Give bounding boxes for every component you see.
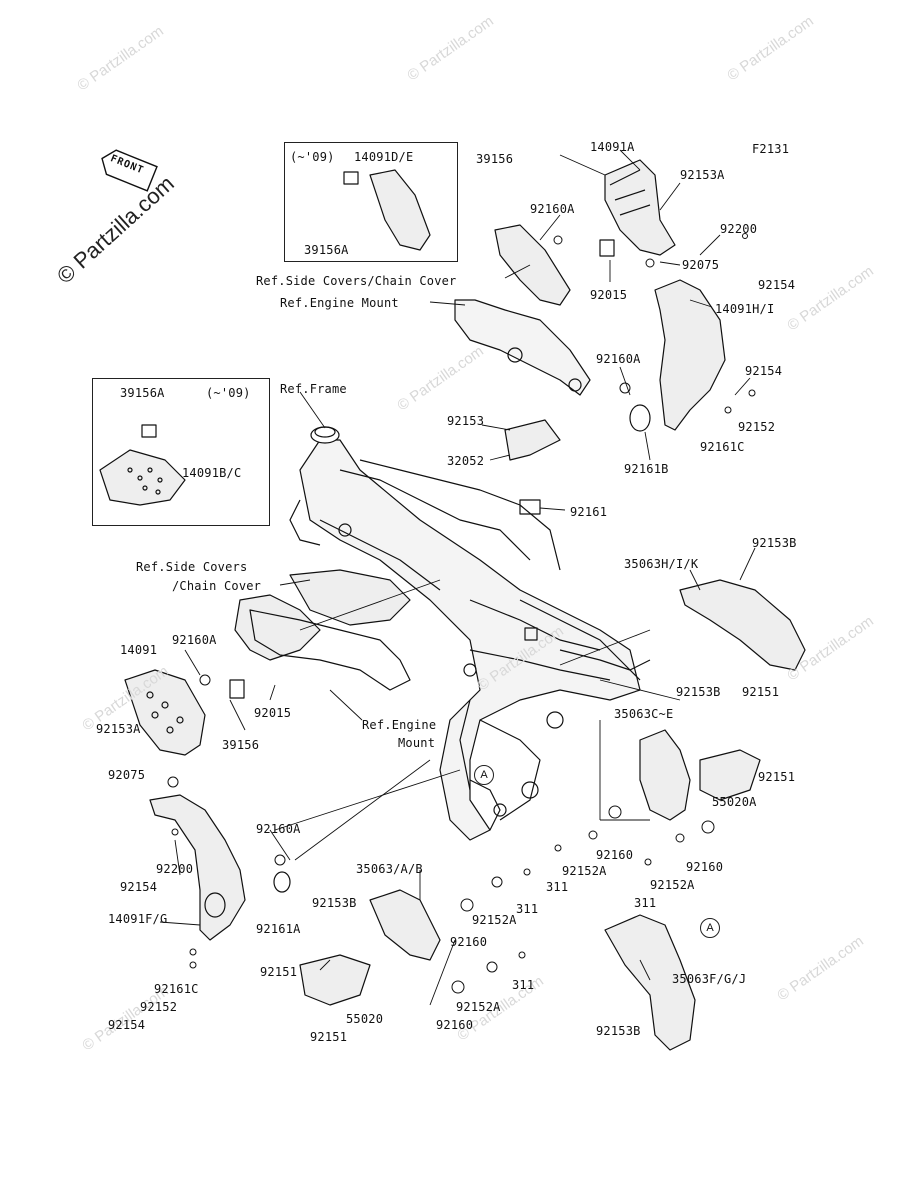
part-label: 92152A — [472, 913, 517, 927]
part-label: 92161C — [154, 982, 199, 996]
part-label: 92154 — [745, 364, 783, 378]
part-label: 92160 — [686, 860, 724, 874]
part-label: 39156 — [476, 152, 514, 166]
part-label: 14091 — [120, 643, 158, 657]
part-label: 92200 — [720, 222, 758, 236]
part-label: 92153A — [680, 168, 725, 182]
footrest-right-lower-drawing — [604, 914, 696, 1051]
part-label: F2131 — [752, 142, 790, 156]
part-label: 14091D/E — [354, 150, 414, 164]
part-label: 32052 — [447, 454, 485, 468]
part-label: 92154 — [758, 278, 796, 292]
part-label: 92200 — [156, 862, 194, 876]
part-label: 92160A — [596, 352, 641, 366]
part-label: 92161A — [256, 922, 301, 936]
part-label: 92161C — [700, 440, 745, 454]
part-label: Ref.Frame — [280, 382, 347, 396]
inset-top-drawing — [369, 169, 431, 251]
part-label: 92154 — [120, 880, 158, 894]
leader-lines — [159, 149, 756, 1006]
callout-a-frame: A — [474, 765, 494, 785]
front-arrow-icon — [101, 149, 158, 192]
part-label: 92160A — [172, 633, 217, 647]
part-label: 92153B — [312, 896, 357, 910]
inset-box-left — [92, 378, 270, 526]
part-label: 92152 — [738, 420, 776, 434]
footrest-right-mid-drawing — [639, 729, 761, 821]
part-label: (~'09) — [290, 150, 335, 164]
footrest-right-upper-drawing — [679, 579, 806, 671]
right-side-covers-drawing — [454, 159, 726, 515]
part-label: 39156 — [222, 738, 260, 752]
part-label: 92151 — [758, 770, 796, 784]
part-label: 311 — [634, 896, 657, 910]
part-label: 92160 — [436, 1018, 474, 1032]
part-label: 14091F/G — [108, 912, 168, 926]
part-label: 92160A — [530, 202, 575, 216]
frame-drawing — [289, 426, 651, 841]
fasteners — [167, 233, 756, 994]
part-label: Ref.Side Covers/Chain Cover — [256, 274, 457, 288]
part-label: 39156A — [304, 243, 349, 257]
part-label: 311 — [546, 880, 569, 894]
part-label: 92153B — [596, 1024, 641, 1038]
part-label: 55020 — [346, 1012, 384, 1026]
part-label: 92152A — [456, 1000, 501, 1014]
part-label: 92160A — [256, 822, 301, 836]
part-label: 92161 — [570, 505, 608, 519]
part-label: 311 — [516, 902, 539, 916]
part-label: 14091B/C — [182, 466, 242, 480]
part-label: 92154 — [108, 1018, 146, 1032]
part-label: (~'09) — [206, 386, 251, 400]
part-label: 92153B — [676, 685, 721, 699]
part-label: 14091A — [590, 140, 635, 154]
footrest-left-lower-drawing — [299, 889, 441, 1006]
part-label: 92161B — [624, 462, 669, 476]
front-direction-arrow: FRONT — [93, 140, 163, 198]
part-label: 92152A — [650, 878, 695, 892]
part-label: 311 — [512, 978, 535, 992]
part-label: 92153 — [447, 414, 485, 428]
part-label: 92160 — [596, 848, 634, 862]
part-label: 92075 — [108, 768, 146, 782]
part-label: 92015 — [254, 706, 292, 720]
part-label: 92153A — [96, 722, 141, 736]
left-side-covers-drawing — [124, 171, 411, 941]
part-label: 92075 — [682, 258, 720, 272]
part-label: /Chain Cover — [172, 579, 262, 593]
part-label: 55020A — [712, 795, 757, 809]
part-label: Mount — [398, 736, 436, 750]
part-label: 92015 — [590, 288, 628, 302]
part-label: 35063F/G/J — [672, 972, 747, 986]
part-label: 35063C~E — [614, 707, 674, 721]
part-label: 92152A — [562, 864, 607, 878]
part-label: 35063/A/B — [356, 862, 423, 876]
part-label: 39156A — [120, 386, 165, 400]
part-label: Ref.Engine — [362, 718, 437, 732]
part-label: Ref.Engine Mount — [280, 296, 399, 310]
part-label: 92151 — [310, 1030, 348, 1044]
callout-a-bracket: A — [700, 918, 720, 938]
part-label: 14091H/I — [715, 302, 775, 316]
part-label: 92152 — [140, 1000, 178, 1014]
part-label: 35063H/I/K — [624, 557, 699, 571]
part-label: 92160 — [450, 935, 488, 949]
inset-box-top — [284, 142, 458, 262]
part-label: 92151 — [742, 685, 780, 699]
part-label: 92153B — [752, 536, 797, 550]
inset-left-drawing — [99, 449, 186, 506]
part-label: 92151 — [260, 965, 298, 979]
part-label: Ref.Side Covers — [136, 560, 248, 574]
